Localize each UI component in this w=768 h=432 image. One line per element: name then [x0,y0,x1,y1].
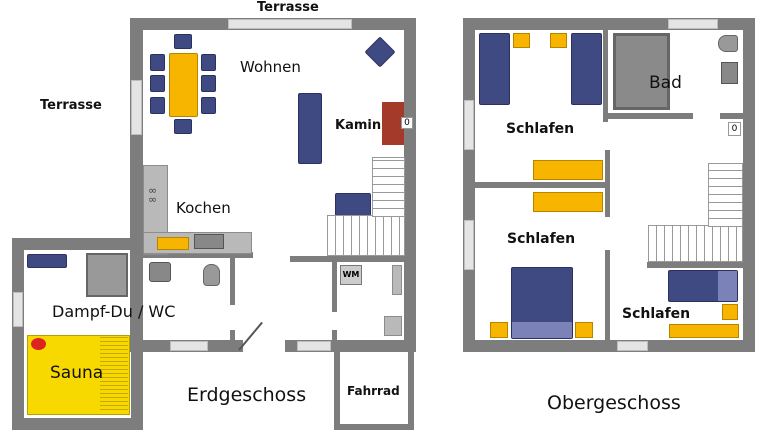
chair [150,54,165,71]
bathtub [613,33,670,110]
bench [27,254,67,268]
bedroom-2-label: Schlafen [507,231,576,247]
wall [475,182,608,188]
bedroom-1-label: Schlafen [506,121,575,137]
fireplace [382,102,404,145]
bed [571,33,602,105]
nightstand [722,304,738,320]
chair [150,75,165,92]
bath-label: Bad [649,73,682,93]
staircase [648,225,743,262]
wall [12,238,143,250]
wall [605,250,610,342]
wall [12,418,143,430]
wall [603,30,608,122]
wall [743,18,755,352]
window [464,220,474,270]
living-room-label: Wohnen [240,58,301,76]
kitchen-appliance [157,237,189,250]
ground-floor-title: Erdgeschoss [187,384,307,406]
wall [290,256,405,262]
door-swing [238,321,263,351]
toilet [718,35,738,52]
pillow [512,322,572,338]
wall [605,150,610,217]
wall [131,330,143,430]
wardrobe [533,160,603,180]
bedroom-3-label: Schlafen [622,306,691,322]
wall [334,345,340,430]
wall [143,252,253,258]
nightstand [513,33,530,48]
wall [12,238,24,430]
stove-icon: ∞∞ [148,184,158,206]
pillow [718,271,737,301]
upper-floor-title: Obergeschoss [547,392,681,414]
bicycle-room-label: Fahrrad [347,384,400,398]
washing-machine: WM [340,265,362,285]
terrace-left-label: Terrasse [40,98,102,113]
chair [201,75,216,92]
chair [174,119,192,134]
staircase [372,157,405,217]
window [464,100,474,150]
staircase [708,163,743,227]
wall [463,18,475,352]
chair [201,54,216,71]
armchair [364,36,396,68]
wall [230,258,235,305]
window [617,341,648,351]
sofa [298,93,322,164]
nightstand [550,33,567,48]
window [13,292,23,327]
window [297,341,331,351]
nightstand [575,322,593,338]
sauna-heater-icon [31,338,46,350]
window [131,80,142,135]
nightstand [490,322,508,338]
steam-shower [86,253,128,297]
washbasin [149,262,171,282]
wardrobe [669,324,739,338]
wall [404,18,416,352]
chair [150,97,165,114]
wall [334,424,414,430]
wall [332,258,337,312]
wall [332,330,337,342]
washbasin [721,62,738,84]
chair [174,34,192,49]
bed [479,33,510,105]
armchair [335,193,371,216]
chimney-marker: 0 [728,122,741,136]
terrace-top-label: Terrasse [255,0,321,15]
chair [201,97,216,114]
toilet [203,264,220,286]
sink [384,316,402,336]
dining-table [169,53,198,117]
staircase [327,215,405,256]
sauna-label: Sauna [50,363,104,383]
window [668,19,718,29]
wall [603,113,693,119]
wall [230,330,235,342]
wall [463,340,755,352]
window [170,341,208,351]
wall [408,345,414,430]
fireplace-label: Kamin [335,118,382,133]
kitchen-sink [194,234,224,249]
steam-shower-wc-label: Dampf-Du / WC [52,302,176,321]
kitchen-label: Kochen [176,199,231,217]
window [228,19,352,29]
sauna-bench [100,337,128,413]
chimney-marker: 0 [401,117,413,129]
shelf [392,265,402,295]
wall [647,262,743,268]
wardrobe [533,192,603,212]
wall [720,113,743,119]
